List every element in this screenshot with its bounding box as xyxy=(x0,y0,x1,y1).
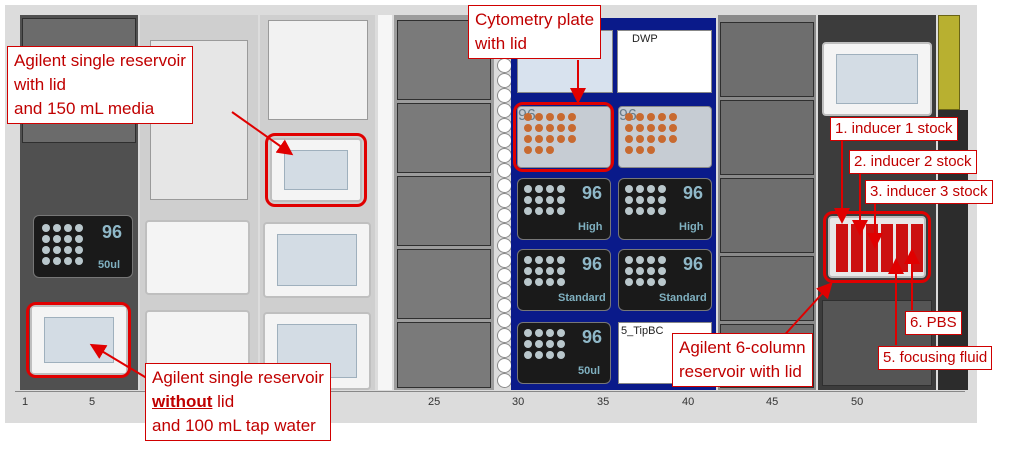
axis-label: 1 xyxy=(22,396,29,408)
carrier-6-slot-3[interactable] xyxy=(720,178,814,253)
callout-inducer3: 3. inducer 3 stock xyxy=(865,180,993,204)
callout-text: lid xyxy=(212,392,235,411)
rack-50ul-bottom[interactable]: 96 50ul xyxy=(517,322,611,384)
rack-standard-2[interactable]: 96 Standard xyxy=(618,249,712,311)
callout-focusing-fluid: 5. focusing fluid xyxy=(878,346,993,370)
carrier-4-slot-1[interactable] xyxy=(397,20,491,100)
callout-line: Agilent single reservoir xyxy=(14,51,186,70)
white-reservoir-carrier2[interactable] xyxy=(145,220,250,295)
rack-label: 96 xyxy=(582,327,603,347)
cytometry-plate[interactable]: 96 xyxy=(517,106,611,168)
rack-label: 96 xyxy=(102,222,123,242)
highlight-reservoir-with-lid xyxy=(265,133,367,207)
rack-sublabel: High xyxy=(578,221,603,233)
carrier-3-slot-top[interactable] xyxy=(268,20,368,120)
reservoir-lid-carrier3-mid[interactable] xyxy=(263,222,371,298)
tipbc-label: 5_TipBC xyxy=(621,325,664,337)
dwp-label: DWP xyxy=(632,33,658,45)
rack-label: 96 xyxy=(582,254,603,274)
axis-label: 35 xyxy=(597,396,610,408)
callout-reservoir-without-lid: Agilent single reservoir without lid and… xyxy=(145,363,331,441)
deck-axis xyxy=(15,391,965,392)
callout-line: without lid xyxy=(152,390,324,414)
rack-sublabel: 50ul xyxy=(98,259,121,271)
highlight-cytometry-plate xyxy=(513,102,614,172)
callout-pbs: 6. PBS xyxy=(905,311,962,335)
carrier-4-slot-5[interactable] xyxy=(397,322,491,388)
axis-label: 40 xyxy=(682,396,695,408)
rack-label: 96 xyxy=(582,183,603,203)
arrow-reservoir-nolid xyxy=(89,343,151,381)
rack-label: 96 xyxy=(683,183,704,203)
reservoir-lid-carrier7-top[interactable] xyxy=(822,42,932,116)
carrier-4-slot-2[interactable] xyxy=(397,103,491,173)
callout-inducer2: 2. inducer 2 stock xyxy=(849,150,977,174)
callout-line: with lid xyxy=(14,75,66,94)
carrier-6-slot-4[interactable] xyxy=(720,256,814,321)
highlight-reservoir-no-lid xyxy=(26,302,131,378)
rack-sublabel: Standard xyxy=(659,292,707,304)
callout-line: reservoir with lid xyxy=(679,362,802,381)
callout-line: Agilent single reservoir xyxy=(152,368,324,387)
carrier-4-slot-4[interactable] xyxy=(397,249,491,319)
axis-label: 50 xyxy=(851,396,864,408)
carrier-6-slot-1[interactable] xyxy=(720,22,814,97)
deck-divider xyxy=(378,15,392,390)
arrow-reservoir-lid xyxy=(231,111,294,156)
callout-line: Cytometry plate xyxy=(475,10,595,29)
rack-50ul-carrier1[interactable]: 96 50ul xyxy=(33,215,133,278)
carrier-4-slot-3[interactable] xyxy=(397,176,491,246)
tip-waste-device[interactable] xyxy=(938,15,960,110)
rack-label: 96 xyxy=(683,254,704,274)
axis-label: 25 xyxy=(428,396,441,408)
axis-label: 5 xyxy=(89,396,96,408)
callout-line: and 150 mL media xyxy=(14,99,155,118)
callout-six-column-reservoir: Agilent 6-column reservoir with lid xyxy=(672,333,813,387)
axis-label: 45 xyxy=(766,396,779,408)
rack-sublabel: Standard xyxy=(558,292,606,304)
callout-inducer1: 1. inducer 1 stock xyxy=(830,117,958,141)
reservoir-column-2[interactable] xyxy=(851,224,863,272)
callout-line: Agilent 6-column xyxy=(679,338,806,357)
callout-emphasis: without xyxy=(152,392,213,411)
rack-sublabel: High xyxy=(679,221,704,233)
arrow-six-column xyxy=(779,282,833,341)
carrier-6-slot-2[interactable] xyxy=(720,100,814,175)
single-reservoir-no-lid[interactable] xyxy=(30,305,128,375)
callout-cytometry-plate: Cytometry plate with lid xyxy=(468,5,602,59)
callout-line: with lid xyxy=(475,34,527,53)
callout-reservoir-with-lid: Agilent single reservoir with lid and 15… xyxy=(7,46,193,124)
reservoir-column-1[interactable] xyxy=(836,224,848,272)
rack-high-2[interactable]: 96 High xyxy=(618,178,712,240)
highlight-six-column xyxy=(823,211,931,283)
rack-standard-1[interactable]: 96 Standard xyxy=(517,249,611,311)
rack-high-1[interactable]: 96 High xyxy=(517,178,611,240)
cytometry-plate-2[interactable]: 96 xyxy=(618,106,712,168)
callout-line: and 100 mL tap water xyxy=(152,416,316,435)
dwp-plate[interactable]: DWP xyxy=(617,30,712,93)
rack-sublabel: 50ul xyxy=(578,365,601,377)
axis-label: 30 xyxy=(512,396,525,408)
